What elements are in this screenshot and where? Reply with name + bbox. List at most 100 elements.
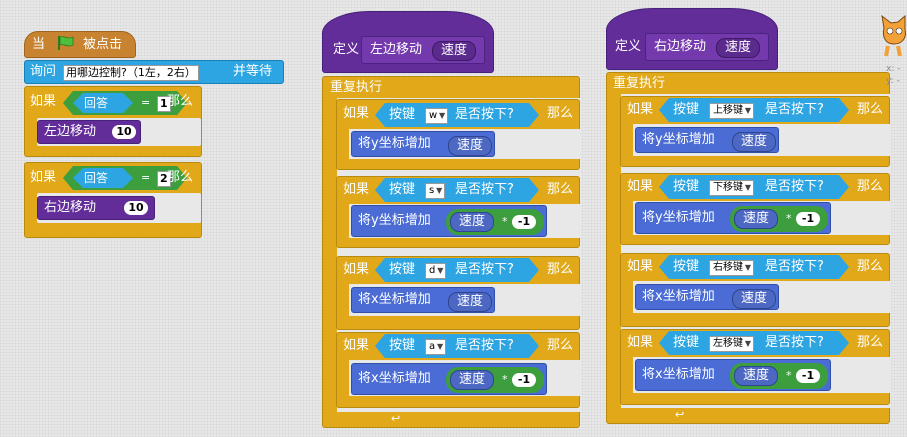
multiply-operator[interactable]: 速度 * -1 <box>446 367 544 393</box>
multiply-operator[interactable]: 速度 * -1 <box>446 209 544 235</box>
key-dropdown[interactable]: w▼ <box>425 108 448 124</box>
if-then-block[interactable]: 如果 回答 = 2 那么 右边移动 10 <box>24 162 202 238</box>
times-label: * <box>502 215 508 228</box>
proc-prototype[interactable]: 右边移动 速度 <box>645 33 769 61</box>
ask-question-input[interactable]: 用哪边控制?（1左，2右） <box>63 65 199 81</box>
pressed-label: 是否按下? <box>455 107 514 122</box>
if-label: 如果 <box>343 106 370 121</box>
define-block[interactable]: 定义 右边移动 速度 <box>606 8 778 70</box>
define-label: 定义 <box>333 42 360 57</box>
if-label: 如果 <box>343 182 370 197</box>
if-key-pressed-block[interactable]: 如果 按键 w▼ 是否按下? 那么 将y坐标增加 速度 <box>336 99 581 170</box>
speed-reporter[interactable]: 速度 <box>734 366 778 386</box>
key-dropdown[interactable]: a▼ <box>425 339 446 355</box>
change-y-block[interactable]: 将y坐标增加 速度 <box>635 127 779 153</box>
answer-reporter[interactable]: 回答 <box>73 168 133 188</box>
neg-one-input[interactable]: -1 <box>796 212 820 226</box>
call-left-move-block[interactable]: 左边移动 10 <box>37 120 141 144</box>
answer-label: 回答 <box>84 171 109 185</box>
change-y-label: 将y坐标增加 <box>642 210 715 225</box>
then-label: 那么 <box>547 262 574 277</box>
compare-value-input[interactable]: 1 <box>157 96 171 112</box>
neg-one-input[interactable]: -1 <box>796 369 820 383</box>
if-key-pressed-block[interactable]: 如果 按键 左移键▼ 是否按下? 那么 将x坐标增加 速度 * -1 <box>620 329 891 405</box>
key-label: 按键 <box>673 335 700 350</box>
speed-reporter[interactable]: 速度 <box>448 292 492 312</box>
change-y-block[interactable]: 将y坐标增加 速度 <box>351 131 495 157</box>
if-then-block[interactable]: 如果 回答 = 1 那么 左边移动 10 <box>24 86 202 157</box>
proc-prototype[interactable]: 左边移动 速度 <box>361 36 485 64</box>
speed-reporter[interactable]: 速度 <box>732 289 776 309</box>
if-key-pressed-block[interactable]: 如果 按键 s▼ 是否按下? 那么 将y坐标增加 速度 * -1 <box>336 176 581 248</box>
if-label: 如果 <box>30 94 57 109</box>
key-pressed-sensor[interactable]: 按键 w▼ 是否按下? <box>375 103 539 127</box>
when-label: 当 <box>32 36 46 52</box>
key-pressed-sensor[interactable]: 按键 s▼ 是否按下? <box>375 178 539 202</box>
speed-reporter[interactable]: 速度 <box>448 136 492 156</box>
param-speed[interactable]: 速度 <box>716 38 760 58</box>
pressed-label: 是否按下? <box>765 335 824 350</box>
ask-label: 询问 <box>30 64 57 79</box>
speed-reporter[interactable]: 速度 <box>734 209 778 229</box>
forever-label: 重复执行 <box>613 76 666 91</box>
equals-operator[interactable]: 回答 = 2 <box>63 166 187 190</box>
if-label: 如果 <box>627 102 654 117</box>
key-dropdown[interactable]: 上移键▼ <box>709 103 754 119</box>
key-pressed-sensor[interactable]: 按键 下移键▼ 是否按下? <box>659 175 849 199</box>
param-speed[interactable]: 速度 <box>432 41 476 61</box>
green-flag-icon <box>58 36 74 50</box>
change-x-block[interactable]: 将x坐标增加 速度 <box>351 287 495 313</box>
equals-label: = <box>141 171 151 184</box>
key-dropdown[interactable]: 下移键▼ <box>709 180 754 196</box>
key-dropdown[interactable]: s▼ <box>425 183 445 199</box>
when-flag-clicked-block[interactable]: 当 被点击 <box>24 31 136 58</box>
if-key-pressed-block[interactable]: 如果 按键 右移键▼ 是否按下? 那么 将x坐标增加 速度 <box>620 253 891 327</box>
key-label: 按键 <box>389 182 416 197</box>
if-key-pressed-block[interactable]: 如果 按键 a▼ 是否按下? 那么 将x坐标增加 速度 * -1 <box>336 332 581 408</box>
multiply-operator[interactable]: 速度 * -1 <box>730 206 828 232</box>
change-x-block[interactable]: 将x坐标增加 速度 * -1 <box>635 359 831 391</box>
key-dropdown[interactable]: d▼ <box>425 263 446 279</box>
key-pressed-sensor[interactable]: 按键 a▼ 是否按下? <box>375 334 539 358</box>
neg-one-input[interactable]: -1 <box>512 215 536 229</box>
speed-reporter[interactable]: 速度 <box>732 132 776 152</box>
key-pressed-sensor[interactable]: 按键 上移键▼ 是否按下? <box>659 98 849 122</box>
speed-reporter[interactable]: 速度 <box>450 212 494 232</box>
if-label: 如果 <box>627 179 654 194</box>
key-dropdown[interactable]: 左移键▼ <box>709 336 754 352</box>
equals-operator[interactable]: 回答 = 1 <box>63 91 187 115</box>
change-y-block[interactable]: 将y坐标增加 速度 * -1 <box>351 205 547 237</box>
key-pressed-sensor[interactable]: 按键 d▼ 是否按下? <box>375 258 539 282</box>
arg-input[interactable]: 10 <box>124 201 148 215</box>
times-label: * <box>502 373 508 386</box>
ask-and-wait-block[interactable]: 询问 用哪边控制?（1左，2右） 并等待 <box>24 60 284 84</box>
key-pressed-sensor[interactable]: 按键 左移键▼ 是否按下? <box>659 331 849 355</box>
define-block[interactable]: 定义 左边移动 速度 <box>322 11 494 73</box>
sprite-cat-thumbnail[interactable] <box>878 14 907 58</box>
call-right-move-block[interactable]: 右边移动 10 <box>37 196 155 220</box>
answer-reporter[interactable]: 回答 <box>73 93 133 113</box>
speed-reporter[interactable]: 速度 <box>450 370 494 390</box>
key-label: 按键 <box>389 107 416 122</box>
if-key-pressed-block[interactable]: 如果 按键 d▼ 是否按下? 那么 将x坐标增加 速度 <box>336 256 581 330</box>
then-label: 那么 <box>547 182 574 197</box>
neg-one-input[interactable]: -1 <box>512 373 536 387</box>
multiply-operator[interactable]: 速度 * -1 <box>730 363 828 389</box>
pressed-label: 是否按下? <box>765 179 824 194</box>
change-x-block[interactable]: 将x坐标增加 速度 <box>635 284 779 310</box>
key-label: 按键 <box>389 338 416 353</box>
key-pressed-sensor[interactable]: 按键 右移键▼ 是否按下? <box>659 255 849 279</box>
change-y-block[interactable]: 将y坐标增加 速度 * -1 <box>635 202 831 234</box>
change-x-block[interactable]: 将x坐标增加 速度 * -1 <box>351 363 547 395</box>
proc-name-label: 右边移动 <box>654 39 707 54</box>
if-label: 如果 <box>627 335 654 350</box>
if-key-pressed-block[interactable]: 如果 按键 下移键▼ 是否按下? 那么 将y坐标增加 速度 * -1 <box>620 173 891 245</box>
key-label: 按键 <box>673 179 700 194</box>
if-label: 如果 <box>627 259 654 274</box>
compare-value-input[interactable]: 2 <box>157 171 171 187</box>
key-dropdown[interactable]: 右移键▼ <box>709 260 754 276</box>
proc-name-label: 左边移动 <box>370 42 423 57</box>
arg-input[interactable]: 10 <box>112 125 136 139</box>
if-key-pressed-block[interactable]: 如果 按键 上移键▼ 是否按下? 那么 将y坐标增加 速度 <box>620 96 891 167</box>
